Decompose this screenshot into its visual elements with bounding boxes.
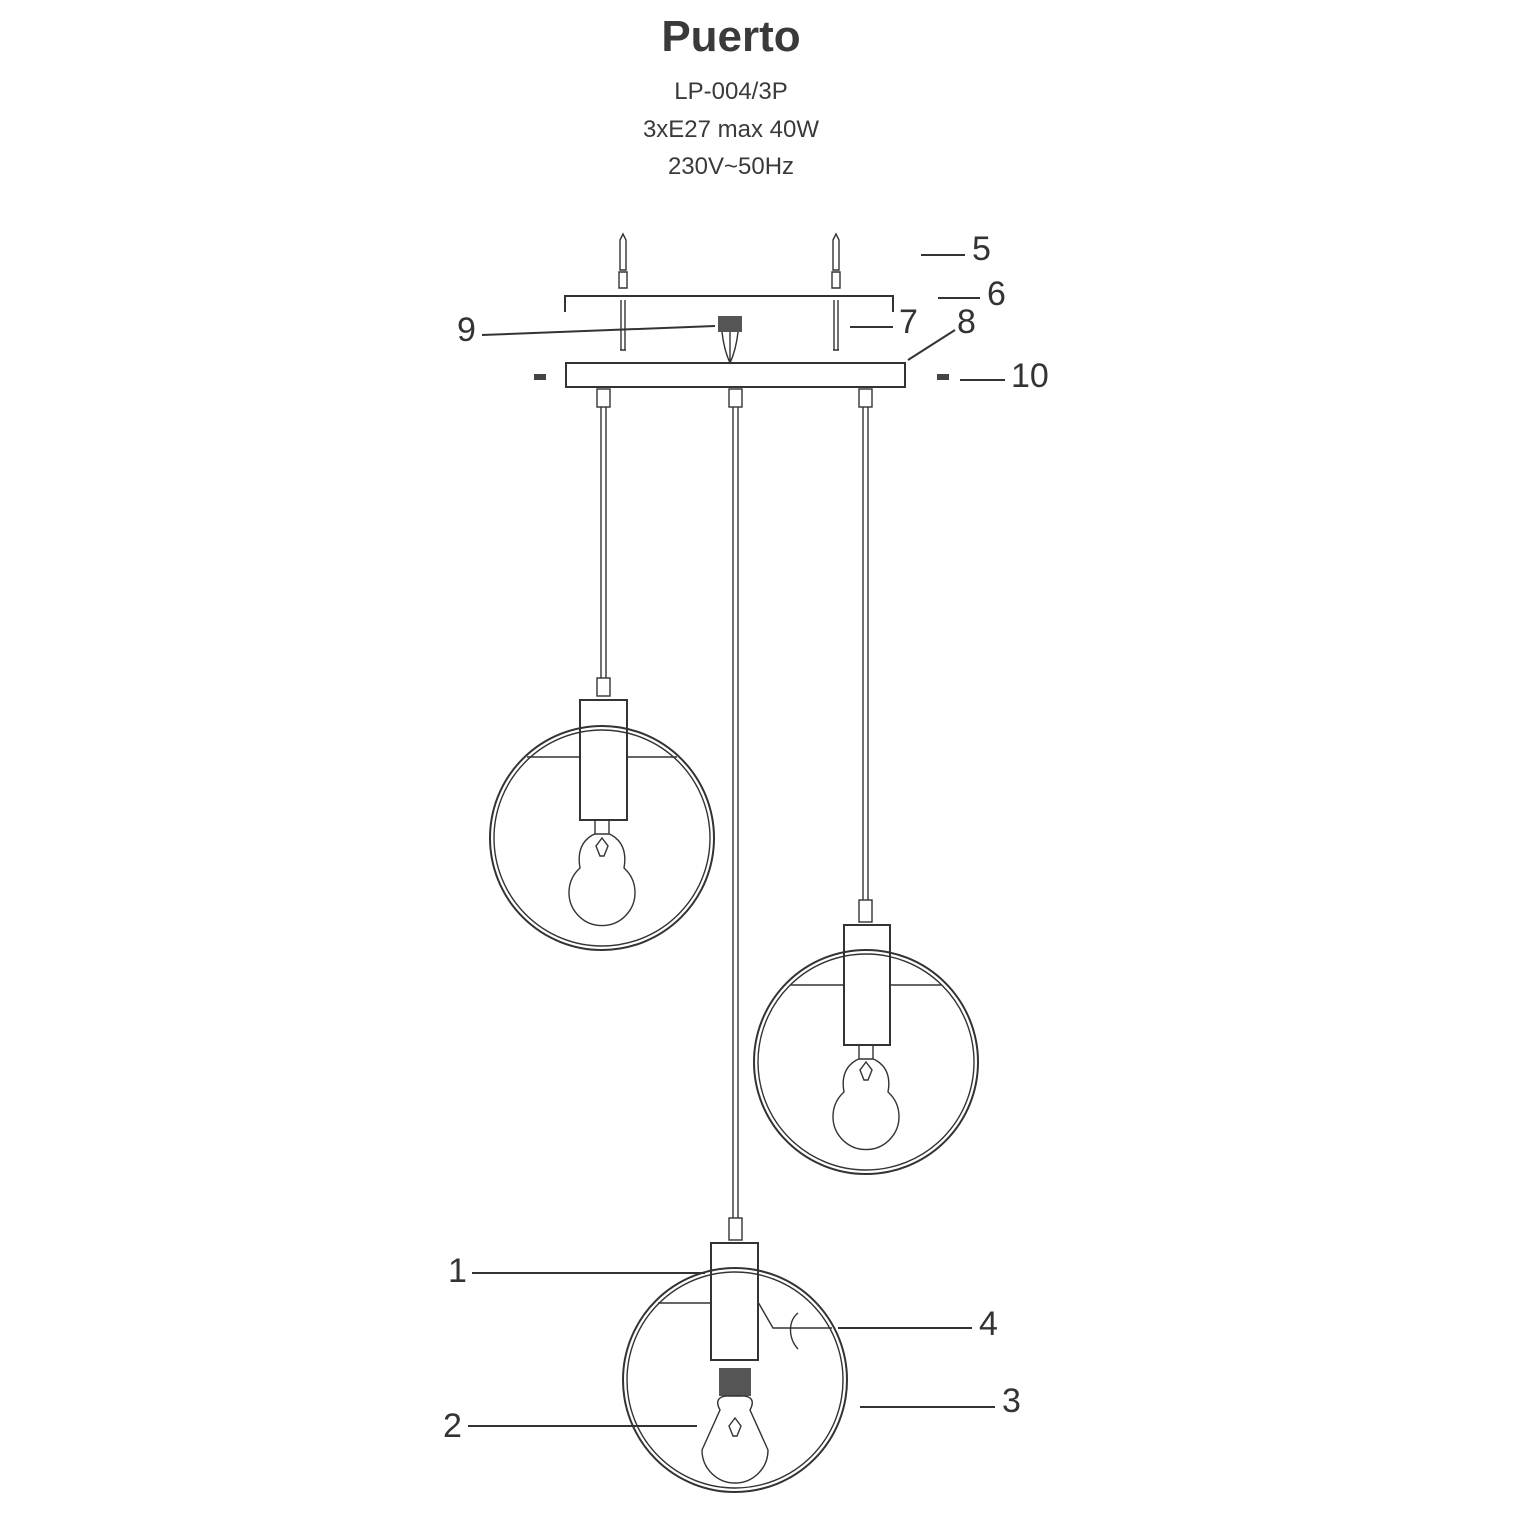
part-label-10: 10 [1011, 357, 1049, 395]
mounting-bracket [564, 295, 894, 312]
part-label-3: 3 [1002, 1382, 1021, 1420]
part-label-5: 5 [972, 230, 991, 268]
part-label-2: 2 [443, 1407, 462, 1445]
side-screws [534, 374, 949, 380]
pendant-cords [596, 388, 873, 1218]
canopy-plate [565, 362, 906, 388]
part-label-1: 1 [448, 1252, 467, 1290]
mounting-screws [620, 300, 839, 351]
e27-thread [719, 1368, 751, 1396]
pendant-lamp-center [622, 1217, 848, 1493]
part-label-8: 8 [957, 303, 976, 341]
rotate-arrow-icon [789, 1312, 799, 1350]
model-number: LP-004/3P [674, 78, 788, 105]
bulb-spec: 3xE27 max 40W [642, 116, 820, 143]
product-title: Puerto [661, 12, 801, 61]
wall-anchors [618, 232, 841, 289]
pendant-lamp-right [753, 899, 979, 1175]
power-spec: 230V~50Hz [667, 153, 795, 180]
terminal-block [718, 316, 742, 364]
part-label-9: 9 [457, 311, 476, 349]
pendant-lamp-left [489, 677, 715, 951]
part-label-7: 7 [899, 303, 918, 341]
part-label-4: 4 [979, 1305, 998, 1343]
leader-lines [468, 254, 1005, 1427]
part-label-6: 6 [987, 275, 1006, 313]
